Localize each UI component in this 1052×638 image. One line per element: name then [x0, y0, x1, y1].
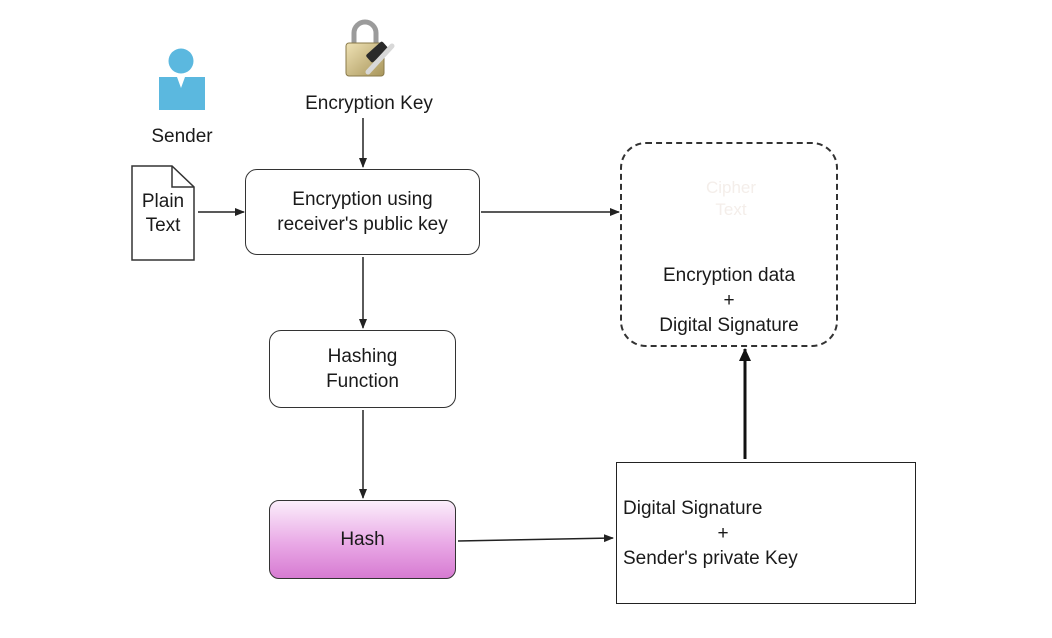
sender-label: Sender [151, 126, 213, 147]
hash-box-label: Hash [340, 529, 385, 550]
signature-box-line2: + [717, 522, 729, 544]
plain-text-line2: Text [145, 215, 181, 236]
padlock-key-icon [345, 19, 395, 77]
signature-box: Digital Signature + Sender's private Key [616, 462, 916, 604]
plain-text-fold [171, 166, 194, 188]
encryption-key-label: Encryption Key [305, 93, 433, 114]
output-box-line3: Digital Signature [659, 315, 799, 336]
cipher-text-line1: Cipher [705, 178, 757, 197]
user-icon [159, 48, 205, 110]
hashing-box-line2: Function [326, 371, 399, 392]
encryption-box: Encryption using receiver's public key [245, 169, 480, 255]
hash-box: Hash [269, 500, 456, 579]
hashing-box-line1: Hashing [327, 346, 398, 367]
signature-box-line3: Sender's private Key [623, 547, 798, 569]
arrow-hash-to-signature [457, 534, 614, 543]
plain-text-line1: Plain [141, 191, 185, 212]
output-box: Encryption data + Digital Signature [620, 142, 838, 347]
signature-box-line1: Digital Signature [623, 497, 763, 519]
encryption-box-line1: Encryption using [292, 189, 433, 210]
cipher-text-line2: Text [715, 200, 747, 219]
output-box-line2: + [723, 290, 735, 311]
plain-text-label: Plain Text [132, 190, 194, 238]
cipher-text-label: Cipher Text [699, 177, 763, 221]
hashing-function-box: Hashing Function [269, 330, 456, 408]
plain-text-document [131, 165, 195, 261]
output-box-line1: Encryption data [662, 265, 796, 286]
encryption-box-line2: receiver's public key [277, 214, 448, 235]
